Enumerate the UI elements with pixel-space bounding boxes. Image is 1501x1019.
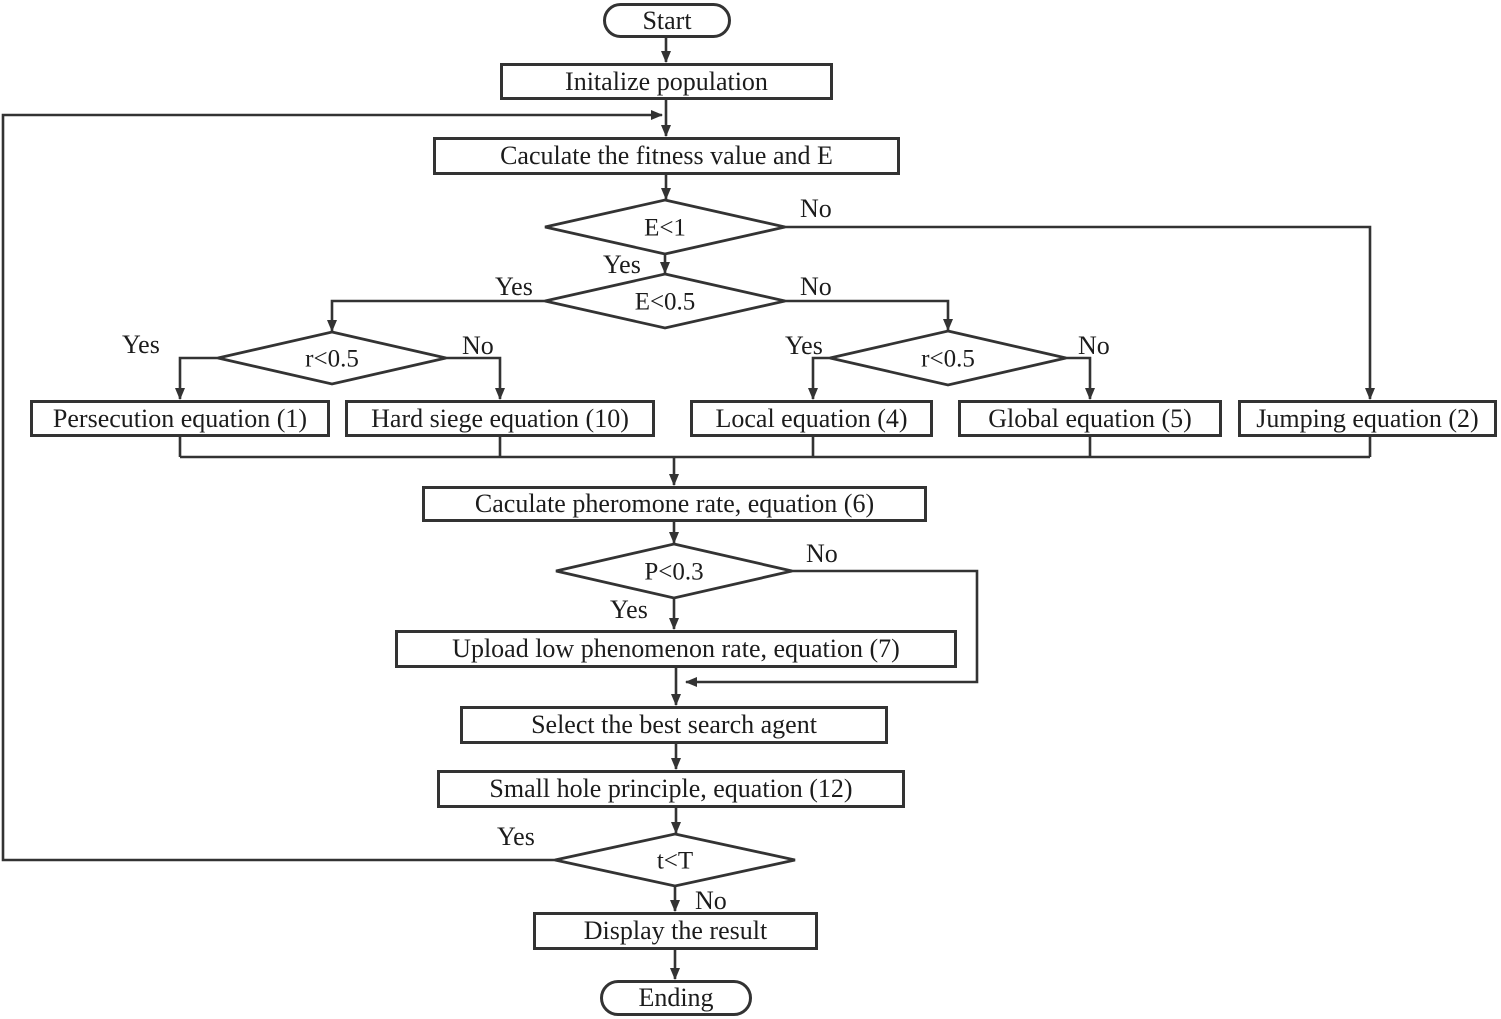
node-persecution-equation: Persecution equation (1) [30, 400, 330, 437]
node-calculate-fitness: Caculate the fitness value and E [433, 137, 900, 175]
decision-tt-label: t<T [656, 847, 694, 875]
node-calculate-pheromone-rate: Caculate pheromone rate, equation (6) [422, 486, 927, 522]
decision-rl-shape [217, 330, 447, 386]
edge-label-tt-yes: Yes [497, 822, 535, 851]
decision-e1-shape [544, 198, 786, 256]
node-display-result: Display the result [533, 912, 818, 950]
node-select-best-search-agent: Select the best search agent [460, 706, 888, 744]
edge-label-rl-no: No [462, 331, 494, 360]
edge-rr-global-no [1066, 356, 1095, 400]
node-start: Start [603, 3, 731, 38]
node-jumping-equation: Jumping equation (2) [1238, 400, 1497, 437]
node-initialize-population: Initalize population [500, 63, 833, 100]
edge-label-e1-yes: Yes [603, 250, 641, 279]
edge-e05-rr-no [785, 299, 953, 331]
edge-label-rr-no: No [1078, 331, 1110, 360]
decision-tt-shape [554, 832, 796, 888]
decision-rl-label: r<0.5 [305, 345, 359, 373]
edge-e05-rl-yes [327, 299, 545, 332]
edge-rl-persecution-yes [175, 356, 218, 400]
decision-e05-label: E<0.5 [634, 288, 696, 316]
edge-label-p03-yes: Yes [610, 595, 648, 624]
node-upload-low-phenomenon-rate: Upload low phenomenon rate, equation (7) [395, 630, 957, 668]
edge-label-rr-yes: Yes [785, 331, 823, 360]
decision-e1-label: E<1 [644, 214, 686, 242]
edge-label-rl-yes: Yes [122, 330, 160, 359]
node-local-equation: Local equation (4) [690, 400, 933, 437]
node-global-equation: Global equation (5) [958, 400, 1222, 437]
edge-merge-collector [178, 437, 1372, 459]
edge-label-e05-yes: Yes [495, 272, 533, 301]
node-hard-siege-equation: Hard siege equation (10) [345, 400, 655, 437]
decision-p03-shape [555, 542, 793, 600]
decision-rr-shape [829, 329, 1067, 387]
decision-rr-label: r<0.5 [921, 345, 975, 373]
node-small-hole-principle: Small hole principle, equation (12) [437, 770, 905, 808]
edge-label-tt-no: No [695, 886, 727, 915]
edge-label-e05-no: No [800, 272, 832, 301]
edge-loop-tt-fitness [1, 110, 663, 862]
decision-p03-label: P<0.3 [644, 558, 704, 586]
edge-e1-jumping-no [785, 225, 1375, 400]
edge-label-p03-no: No [806, 539, 838, 568]
edge-label-e1-no: No [800, 194, 832, 223]
node-ending: Ending [600, 980, 752, 1016]
decision-e05-shape [544, 272, 786, 330]
edge-rl-hardsiege-no [446, 356, 505, 400]
edge-p03-bypass-no [685, 569, 979, 687]
edge-rr-local-yes [808, 356, 830, 400]
